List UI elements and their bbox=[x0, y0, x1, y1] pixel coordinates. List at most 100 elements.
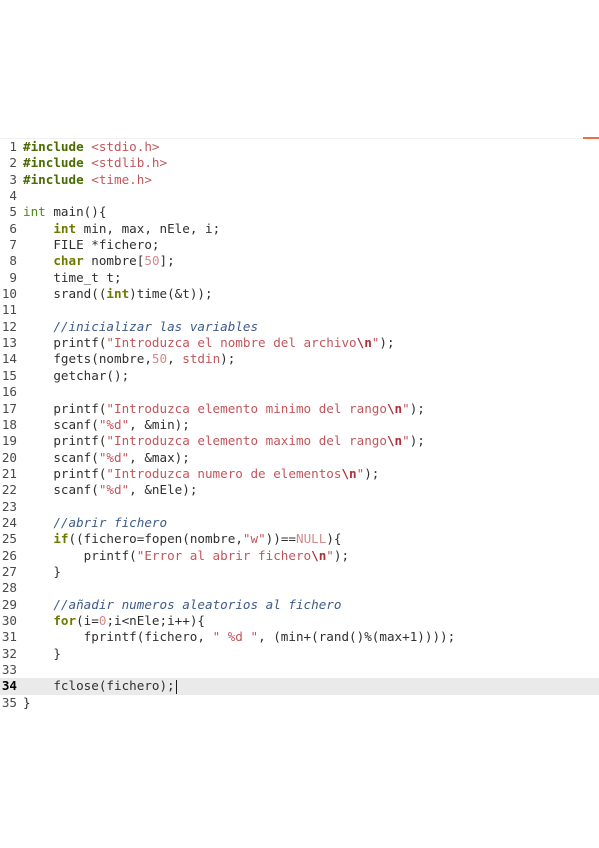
code-token: \n bbox=[386, 400, 403, 416]
code-text: scanf("%d", &max); bbox=[23, 450, 190, 466]
code-line[interactable]: 17 printf("Introduzca elemento minimo de… bbox=[0, 401, 599, 417]
code-text: //abrir fichero bbox=[23, 515, 167, 531]
code-token: NULL bbox=[296, 531, 327, 547]
code-line[interactable]: 30 for(i=0;i<nEle;i++){ bbox=[0, 613, 599, 629]
code-token: ); bbox=[379, 335, 395, 351]
code-line[interactable]: 2#include <stdlib.h> bbox=[0, 155, 599, 171]
code-line[interactable]: 22 scanf("%d", &nEle); bbox=[0, 482, 599, 498]
code-token: ))== bbox=[265, 531, 296, 547]
code-token: fprintf(fichero, bbox=[23, 629, 213, 645]
code-line[interactable]: 7 FILE *fichero; bbox=[0, 237, 599, 253]
code-token: " bbox=[356, 465, 365, 481]
code-line[interactable]: 8 char nombre[50]; bbox=[0, 253, 599, 269]
code-token: "%d" bbox=[98, 482, 130, 498]
line-number: 21 bbox=[1, 465, 17, 481]
text-cursor bbox=[175, 679, 177, 694]
code-token: //abrir fichero bbox=[53, 514, 168, 530]
code-line[interactable]: 10 srand((int)time(&t)); bbox=[0, 286, 599, 302]
code-token bbox=[23, 613, 53, 628]
line-number: 26 bbox=[1, 547, 17, 563]
line-number: 5 bbox=[9, 204, 17, 220]
code-token: ]; bbox=[159, 253, 175, 269]
code-text: fgets(nombre,50, stdin); bbox=[23, 351, 235, 367]
code-line[interactable]: 20 scanf("%d", &max); bbox=[0, 450, 599, 466]
code-token: scanf( bbox=[23, 416, 99, 432]
code-token: printf( bbox=[23, 400, 107, 416]
code-token: } bbox=[23, 694, 31, 710]
code-token: 0 bbox=[98, 612, 107, 628]
code-token: " bbox=[371, 335, 380, 351]
line-number: 14 bbox=[1, 351, 17, 367]
line-number: 1 bbox=[9, 139, 17, 154]
code-line[interactable]: 26 printf("Error al abrir fichero\n"); bbox=[0, 548, 599, 564]
code-token: printf( bbox=[23, 465, 107, 481]
code-token: <stdio.h> bbox=[91, 139, 160, 154]
line-number: 9 bbox=[9, 269, 17, 285]
code-line[interactable]: 15 getchar(); bbox=[0, 368, 599, 384]
code-token: " %d " bbox=[212, 629, 259, 645]
code-text: scanf("%d", &min); bbox=[23, 417, 190, 433]
code-token: int bbox=[53, 220, 77, 236]
code-token: ){ bbox=[326, 531, 342, 547]
code-line[interactable]: 34 fclose(fichero); bbox=[0, 678, 599, 695]
code-token: srand(( bbox=[23, 286, 107, 302]
code-line[interactable]: 27 } bbox=[0, 564, 599, 580]
code-line[interactable]: 23 bbox=[0, 499, 599, 515]
line-number: 29 bbox=[1, 596, 17, 612]
code-line[interactable]: 12 //inicializar las variables bbox=[0, 319, 599, 335]
code-text: #include <stdlib.h> bbox=[23, 155, 167, 171]
code-token: (i= bbox=[76, 612, 99, 628]
code-text: char nombre[50]; bbox=[23, 253, 175, 269]
code-line[interactable]: 6 int min, max, nEle, i; bbox=[0, 221, 599, 237]
code-token: main(){ bbox=[45, 204, 107, 220]
code-line[interactable]: 16 bbox=[0, 384, 599, 400]
code-line[interactable]: 9 time_t t; bbox=[0, 270, 599, 286]
code-token bbox=[23, 221, 53, 236]
code-token: ); bbox=[220, 351, 236, 367]
code-token: \n bbox=[386, 433, 403, 449]
code-line[interactable]: 28 bbox=[0, 580, 599, 596]
code-token: " bbox=[402, 400, 410, 416]
code-editor[interactable]: 1#include <stdio.h>2#include <stdlib.h>3… bbox=[0, 139, 599, 711]
code-token: "w" bbox=[242, 531, 266, 547]
line-number: 34 bbox=[1, 678, 17, 694]
code-line[interactable]: 13 printf("Introduzca el nombre del arch… bbox=[0, 335, 599, 351]
code-line[interactable]: 32 } bbox=[0, 646, 599, 662]
code-token: char bbox=[53, 253, 84, 269]
code-text: } bbox=[23, 695, 31, 711]
code-line[interactable]: 21 printf("Introduzca numero de elemento… bbox=[0, 466, 599, 482]
code-token: "Introduzca numero de elementos bbox=[106, 465, 342, 481]
code-text: #include <stdio.h> bbox=[23, 139, 160, 155]
code-token: , &nEle); bbox=[129, 482, 198, 498]
code-text: fclose(fichero); bbox=[23, 678, 177, 694]
code-line[interactable]: 24 //abrir fichero bbox=[0, 515, 599, 531]
line-number: 6 bbox=[9, 220, 17, 236]
code-line[interactable]: 25 if((fichero=fopen(nombre,"w"))==NULL)… bbox=[0, 531, 599, 547]
code-token: FILE *fichero; bbox=[23, 237, 160, 253]
code-token: ;i<nEle;i++){ bbox=[106, 612, 206, 628]
line-number: 17 bbox=[1, 400, 17, 416]
code-line[interactable]: 29 //añadir numeros aleatorios al ficher… bbox=[0, 597, 599, 613]
code-line[interactable]: 3#include <time.h> bbox=[0, 172, 599, 188]
code-token: //inicializar las variables bbox=[53, 318, 259, 334]
code-token: fgets(nombre, bbox=[23, 351, 152, 367]
code-token: \n bbox=[356, 335, 372, 351]
code-line[interactable]: 19 printf("Introduzca elemento maximo de… bbox=[0, 433, 599, 449]
code-line[interactable]: 14 fgets(nombre,50, stdin); bbox=[0, 351, 599, 367]
code-line[interactable]: 1 #include <stdio.h> bbox=[0, 139, 599, 155]
code-token: scanf( bbox=[23, 449, 99, 465]
code-line[interactable]: 4 bbox=[0, 188, 599, 204]
line-number: 15 bbox=[1, 367, 17, 383]
code-line[interactable]: 31 fprintf(fichero, " %d ", (min+(rand()… bbox=[0, 629, 599, 645]
code-token: for bbox=[53, 612, 77, 628]
code-text: int min, max, nEle, i; bbox=[23, 221, 220, 237]
code-token bbox=[23, 597, 53, 612]
code-token: if bbox=[53, 531, 69, 547]
line-number: 3 bbox=[9, 171, 17, 187]
line-number: 23 bbox=[1, 498, 17, 514]
code-line[interactable]: 11 bbox=[0, 302, 599, 318]
code-line[interactable]: 18 scanf("%d", &min); bbox=[0, 417, 599, 433]
code-line[interactable]: 33 bbox=[0, 662, 599, 678]
code-line[interactable]: 35} bbox=[0, 695, 599, 711]
